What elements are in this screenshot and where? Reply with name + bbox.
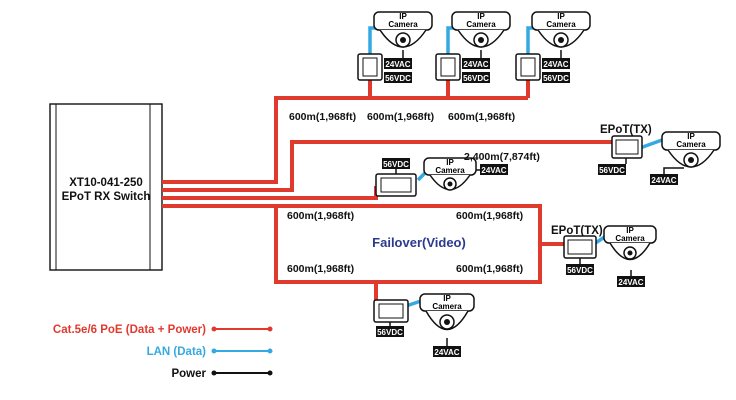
- distance-loop-bottom-left: 600m(1,968ft): [287, 263, 354, 275]
- camera-top-2: IP Camera: [451, 11, 511, 48]
- legend: Cat.5e/6 PoE (Data + Power) LAN (Data) P…: [53, 324, 273, 380]
- tag-56vdc: 56VDC: [463, 74, 489, 83]
- power-tag: 56VDC: [542, 72, 570, 83]
- camera-top-1: IP Camera: [373, 11, 433, 48]
- distance-loop-top-left: 600m(1,968ft): [287, 210, 354, 222]
- injector-failover-top: [375, 173, 417, 197]
- camera-label-camera: Camera: [546, 20, 576, 29]
- camera-label-camera: Camera: [466, 20, 496, 29]
- tag-24vac: 24VAC: [434, 348, 459, 357]
- tag-24vac: 24VAC: [618, 278, 643, 287]
- tag-56vdc: 56VDC: [385, 74, 411, 83]
- camera-label-camera: Camera: [435, 166, 465, 175]
- power-tag: 56VDC: [376, 326, 404, 337]
- camera-label-camera: Camera: [676, 140, 706, 149]
- tag-24vac: 24VAC: [481, 166, 506, 175]
- injector-top-3: [515, 53, 541, 81]
- power-tag: 24VAC: [462, 58, 490, 69]
- legend-item-power: Power: [171, 368, 273, 380]
- power-tag: 56VDC: [566, 264, 594, 275]
- switch-model-label: XT10-041-250: [69, 177, 143, 189]
- camera-label-ip: IP: [557, 12, 565, 21]
- injector-top-1: [357, 53, 383, 81]
- camera-failover-bottom: IP Camera: [419, 293, 475, 331]
- poe-cables: [162, 78, 612, 308]
- distance-top-2: 600m(1,968ft): [367, 111, 434, 123]
- cable-top: [162, 96, 528, 184]
- cable-failover-right: [162, 204, 566, 246]
- camera-label-ip: IP: [477, 12, 485, 21]
- rx-switch: XT10-041-250 EPoT RX Switch: [49, 103, 163, 271]
- legend-item-lan: LAN (Data): [147, 346, 273, 358]
- epot-tx-label-failover: EPoT(TX): [551, 225, 603, 237]
- tag-56vdc: 56VDC: [567, 266, 593, 275]
- camera-epot-long: IP Camera: [661, 131, 721, 168]
- legend-lan-label: LAN (Data): [147, 346, 207, 358]
- switch-name-label: EPoT RX Switch: [62, 191, 151, 203]
- failover-label: Failover(Video): [372, 235, 466, 250]
- camera-label-ip: IP: [443, 294, 451, 303]
- distance-loop-top-right: 600m(1,968ft): [456, 210, 523, 222]
- distance-loop-bottom-right: 600m(1,968ft): [456, 263, 523, 275]
- legend-power-label: Power: [171, 368, 206, 380]
- tag-56vdc: 56VDC: [543, 74, 569, 83]
- cable-long: [162, 140, 612, 192]
- epot-tx-long: [611, 135, 643, 159]
- tag-56vdc: 56VDC: [377, 328, 403, 337]
- tag-24vac: 24VAC: [651, 176, 676, 185]
- cable-failover-loop: [274, 206, 542, 284]
- tag-56vdc: 56VDC: [383, 160, 409, 169]
- power-tag: 24VAC: [433, 346, 461, 357]
- distance-top-3: 600m(1,968ft): [448, 111, 515, 123]
- camera-label-ip: IP: [626, 226, 634, 235]
- tag-24vac: 24VAC: [463, 60, 488, 69]
- tag-56vdc: 56VDC: [599, 166, 625, 175]
- tag-24vac: 24VAC: [543, 60, 568, 69]
- camera-label-ip: IP: [446, 158, 454, 167]
- injector-failover-bottom: [373, 299, 409, 323]
- camera-top-3: IP Camera: [531, 11, 591, 48]
- injector-top-2: [435, 53, 461, 81]
- legend-item-poe: Cat.5e/6 PoE (Data + Power): [53, 324, 273, 336]
- distance-long: 2,400m(7,874ft): [464, 151, 540, 163]
- legend-poe-label: Cat.5e/6 PoE (Data + Power): [53, 324, 206, 336]
- power-tag: 56VDC: [384, 72, 412, 83]
- epot-tx-label-long: EPoT(TX): [600, 124, 652, 136]
- camera-label-camera: Camera: [615, 234, 645, 243]
- power-tag: 24VAC: [650, 174, 678, 185]
- power-tag: 24VAC: [617, 276, 645, 287]
- power-tag: 24VAC: [480, 164, 508, 175]
- power-tag: 56VDC: [382, 158, 410, 169]
- camera-epot-failover: IP Camera: [603, 225, 657, 261]
- camera-label-ip: IP: [687, 132, 695, 141]
- camera-label-ip: IP: [399, 12, 407, 21]
- distance-top-1: 600m(1,968ft): [289, 111, 356, 123]
- power-tag: 24VAC: [542, 58, 570, 69]
- camera-failover-top: IP Camera: [423, 157, 477, 191]
- camera-label-camera: Camera: [432, 302, 462, 311]
- tag-24vac: 24VAC: [385, 60, 410, 69]
- power-tag: 56VDC: [462, 72, 490, 83]
- camera-label-camera: Camera: [388, 20, 418, 29]
- power-tag: 24VAC: [384, 58, 412, 69]
- epot-tx-failover: [563, 235, 597, 259]
- power-tag: 56VDC: [598, 164, 626, 175]
